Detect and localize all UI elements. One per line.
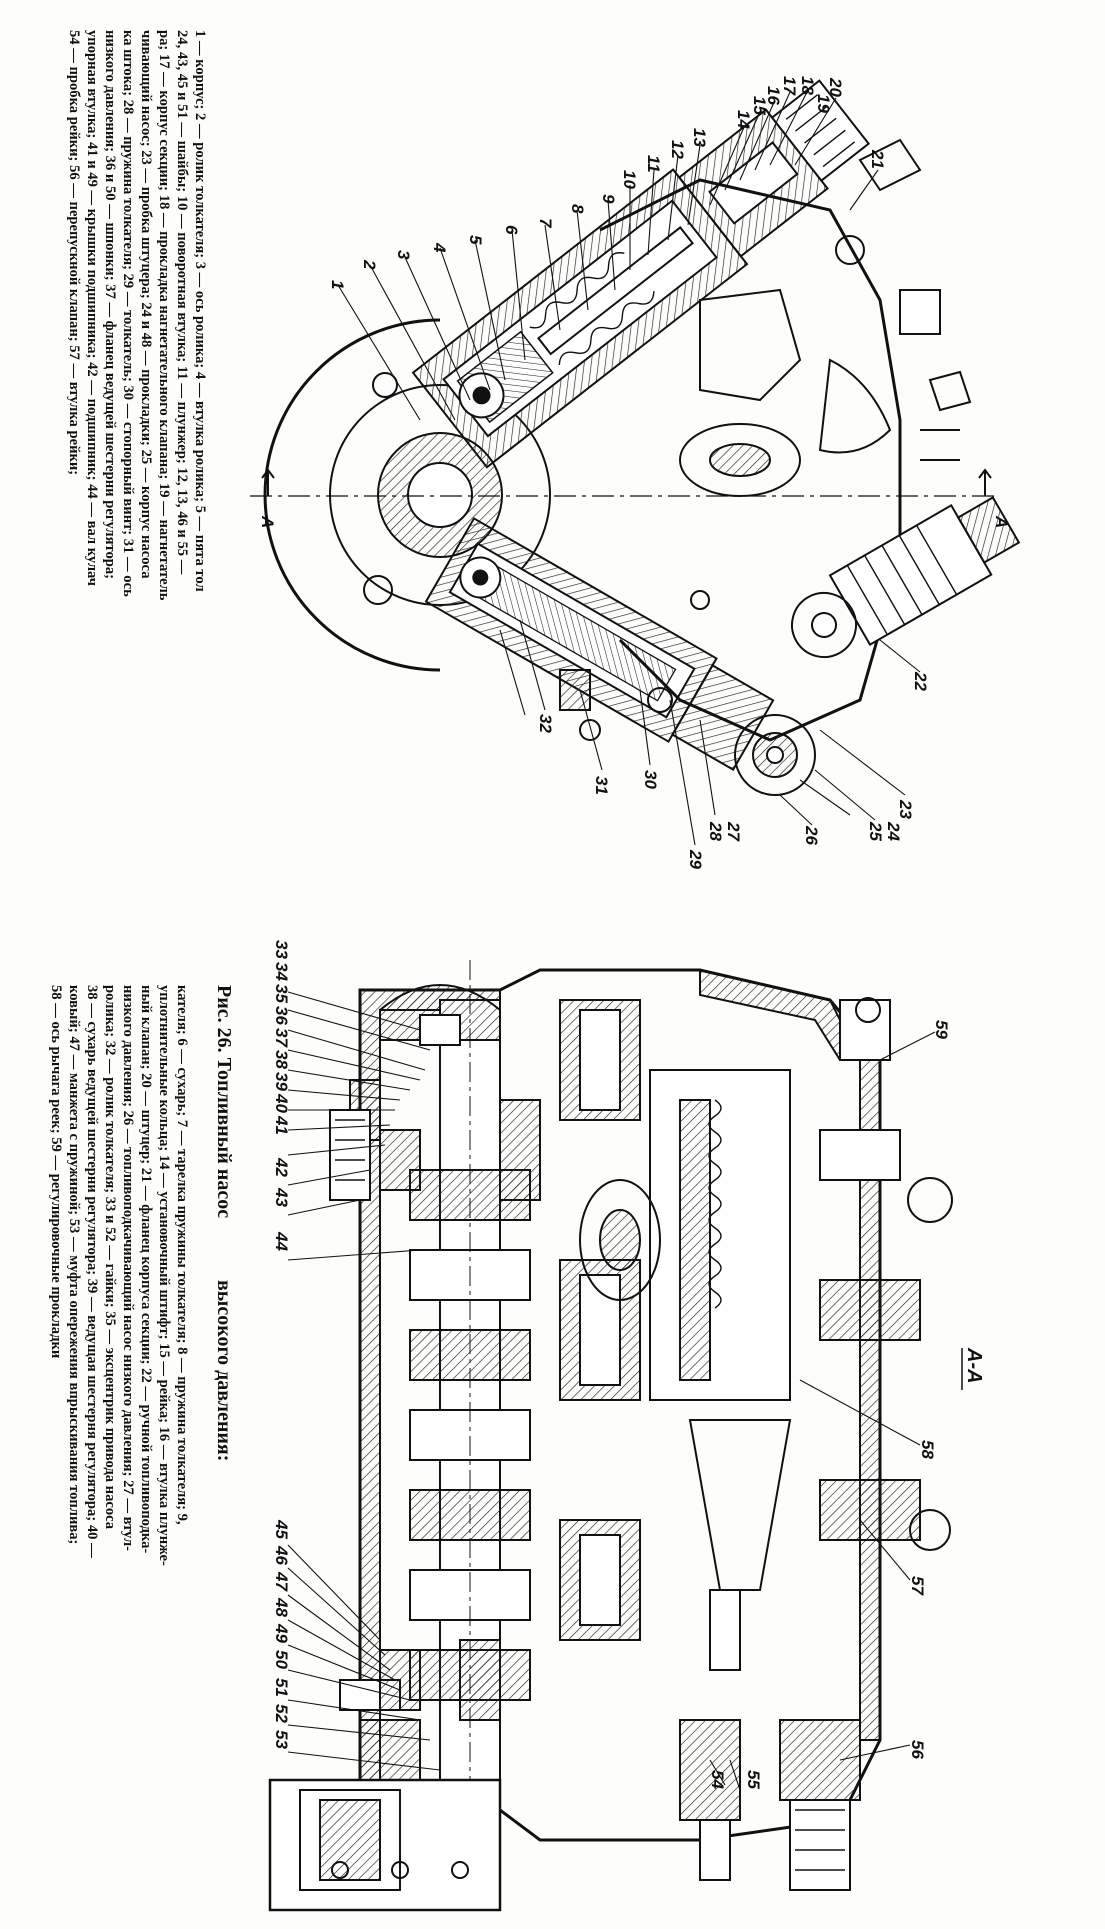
part-label: 42 [272, 1157, 291, 1177]
part-label: 25 [866, 821, 885, 841]
part-label: 7 [536, 218, 555, 229]
part-label: 8 [568, 204, 587, 214]
part-labels-top: 1 2 3 4 5 6 7 8 9 10 11 12 13 14 15 16 1… [328, 76, 930, 869]
part-label: 10 [620, 170, 639, 189]
part-label: 49 [272, 1623, 291, 1643]
part-labels-bottom-top: 54 55 56 57 58 59 [708, 1020, 951, 1789]
caption-line: чивающий насос; 23 — пробка штуцера; 24 … [138, 30, 154, 579]
caption-line: уплотнительные кольца; 14 — установочный… [156, 985, 172, 1566]
part-label: 48 [272, 1597, 291, 1617]
figure-title: Рис. 26. Топливный насос [213, 985, 235, 1218]
part-label: 22 [911, 671, 930, 691]
part-label: 38 [272, 1050, 291, 1069]
part-label: 20 [826, 77, 845, 97]
part-label: 54 [708, 1770, 727, 1789]
caption-line: 54 — пробка рейки; 56 — перепускной клап… [66, 30, 82, 475]
part-label: 4 [430, 242, 449, 253]
caption-line: 24, 43, 45 и 51 — шайбы; 10 — поворотная… [174, 30, 190, 575]
cross-section-view: А А [250, 76, 1021, 869]
part-label: 11 [644, 155, 663, 173]
caption-line: 58 — ось рычага реек; 59 — регулировочны… [48, 985, 64, 1359]
part-label: 40 [272, 1093, 291, 1113]
part-label: 29 [686, 849, 705, 869]
part-labels-bottom-right: 45 46 47 48 49 50 51 52 53 [272, 1519, 291, 1749]
part-label: 28 [706, 821, 725, 841]
caption-upper-block: 1 — корпус; 2 — ролик толкателя; 3 — ось… [138, 30, 208, 1566]
part-label: 14 [734, 110, 753, 129]
part-label: 27 [724, 821, 743, 842]
part-label: 51 [272, 1678, 291, 1697]
part-label: 45 [272, 1519, 291, 1539]
part-label: 33 [272, 940, 291, 959]
part-label: 13 [690, 128, 709, 147]
part-label: 19 [814, 94, 833, 113]
part-label: 36 [272, 1006, 291, 1025]
caption-line: упорная втулка; 41 и 49 — крышки подшипн… [84, 30, 100, 586]
part-label: 3 [394, 250, 413, 260]
leader-lines-top [337, 89, 921, 846]
leader-lines-bottom [287, 991, 936, 1791]
part-label: 53 [272, 1730, 291, 1749]
caption-line: низкого давления; 26 — топливоподкачиваю… [120, 985, 136, 1551]
part-label: 26 [802, 825, 821, 845]
caption-line: ка штока; 28 — пружина толкателя; 29 — т… [120, 30, 136, 597]
part-label: 9 [599, 194, 618, 204]
part-label: 56 [908, 1740, 927, 1759]
part-label: 46 [272, 1545, 291, 1565]
part-label: 59 [932, 1020, 951, 1039]
part-label: 57 [908, 1576, 927, 1596]
caption-line: кателя; 6 — сухарь; 7 — тарелка пружины … [174, 985, 190, 1525]
longitudinal-section-view: А-А [268, 940, 985, 1912]
figure-title-cont: высокого давления: [213, 1280, 235, 1461]
figure-caption: Рис. 26. Топливный насос высокого давлен… [48, 30, 235, 1566]
part-label: 50 [272, 1650, 291, 1669]
part-label: 39 [272, 1072, 291, 1091]
part-label: 35 [272, 984, 291, 1003]
caption-line: ролика; 32 — ролик толкателя; 33 и 52 — … [102, 985, 118, 1530]
part-label: 47 [272, 1571, 291, 1592]
part-label: 52 [272, 1704, 291, 1723]
part-label: 2 [360, 259, 379, 270]
part-label: 43 [272, 1187, 291, 1207]
part-label: 31 [592, 776, 611, 795]
part-label: 1 [328, 280, 347, 289]
part-label: 6 [502, 225, 521, 235]
caption-line: низкого давления; 36 и 50 — шпонки; 37 —… [102, 30, 118, 579]
part-label: 21 [868, 149, 887, 169]
section-marker-left: А [258, 515, 277, 528]
part-label: 17 [780, 76, 799, 96]
part-label: 32 [536, 714, 555, 733]
part-label: 24 [884, 821, 903, 841]
part-label: 5 [466, 235, 485, 245]
part-label: 37 [272, 1028, 291, 1048]
caption-line: ра; 17 — корпус секции; 18 — прокладка н… [156, 30, 172, 601]
caption-line: 1 — корпус; 2 — ролик толкателя; 3 — ось… [192, 30, 208, 592]
part-label: 12 [668, 140, 687, 159]
part-label: 55 [744, 1770, 763, 1789]
part-labels-bottom-left: 33 34 35 36 37 38 39 40 41 42 43 44 [272, 940, 291, 1251]
part-label: 41 [272, 1115, 291, 1135]
part-label: 34 [272, 962, 291, 981]
caption-line: ковый; 47 — манжета с пружиной; 53 — муф… [66, 985, 82, 1544]
section-title: А-А [963, 1347, 985, 1384]
part-label: 15 [750, 96, 769, 115]
caption-line: ный клапан; 20 — штуцер; 21 — фланец кор… [138, 985, 154, 1553]
part-label: 30 [641, 770, 660, 789]
part-label: 58 [918, 1440, 937, 1459]
caption-lower-block: низкого давления; 26 — топливоподкачиваю… [48, 30, 136, 1558]
part-label: 16 [764, 86, 783, 105]
part-label: 23 [896, 799, 915, 819]
part-label: 44 [272, 1231, 291, 1251]
caption-line: 38 — сухарь ведущей шестерни регулятора;… [84, 985, 100, 1558]
part-label: 18 [798, 76, 817, 95]
